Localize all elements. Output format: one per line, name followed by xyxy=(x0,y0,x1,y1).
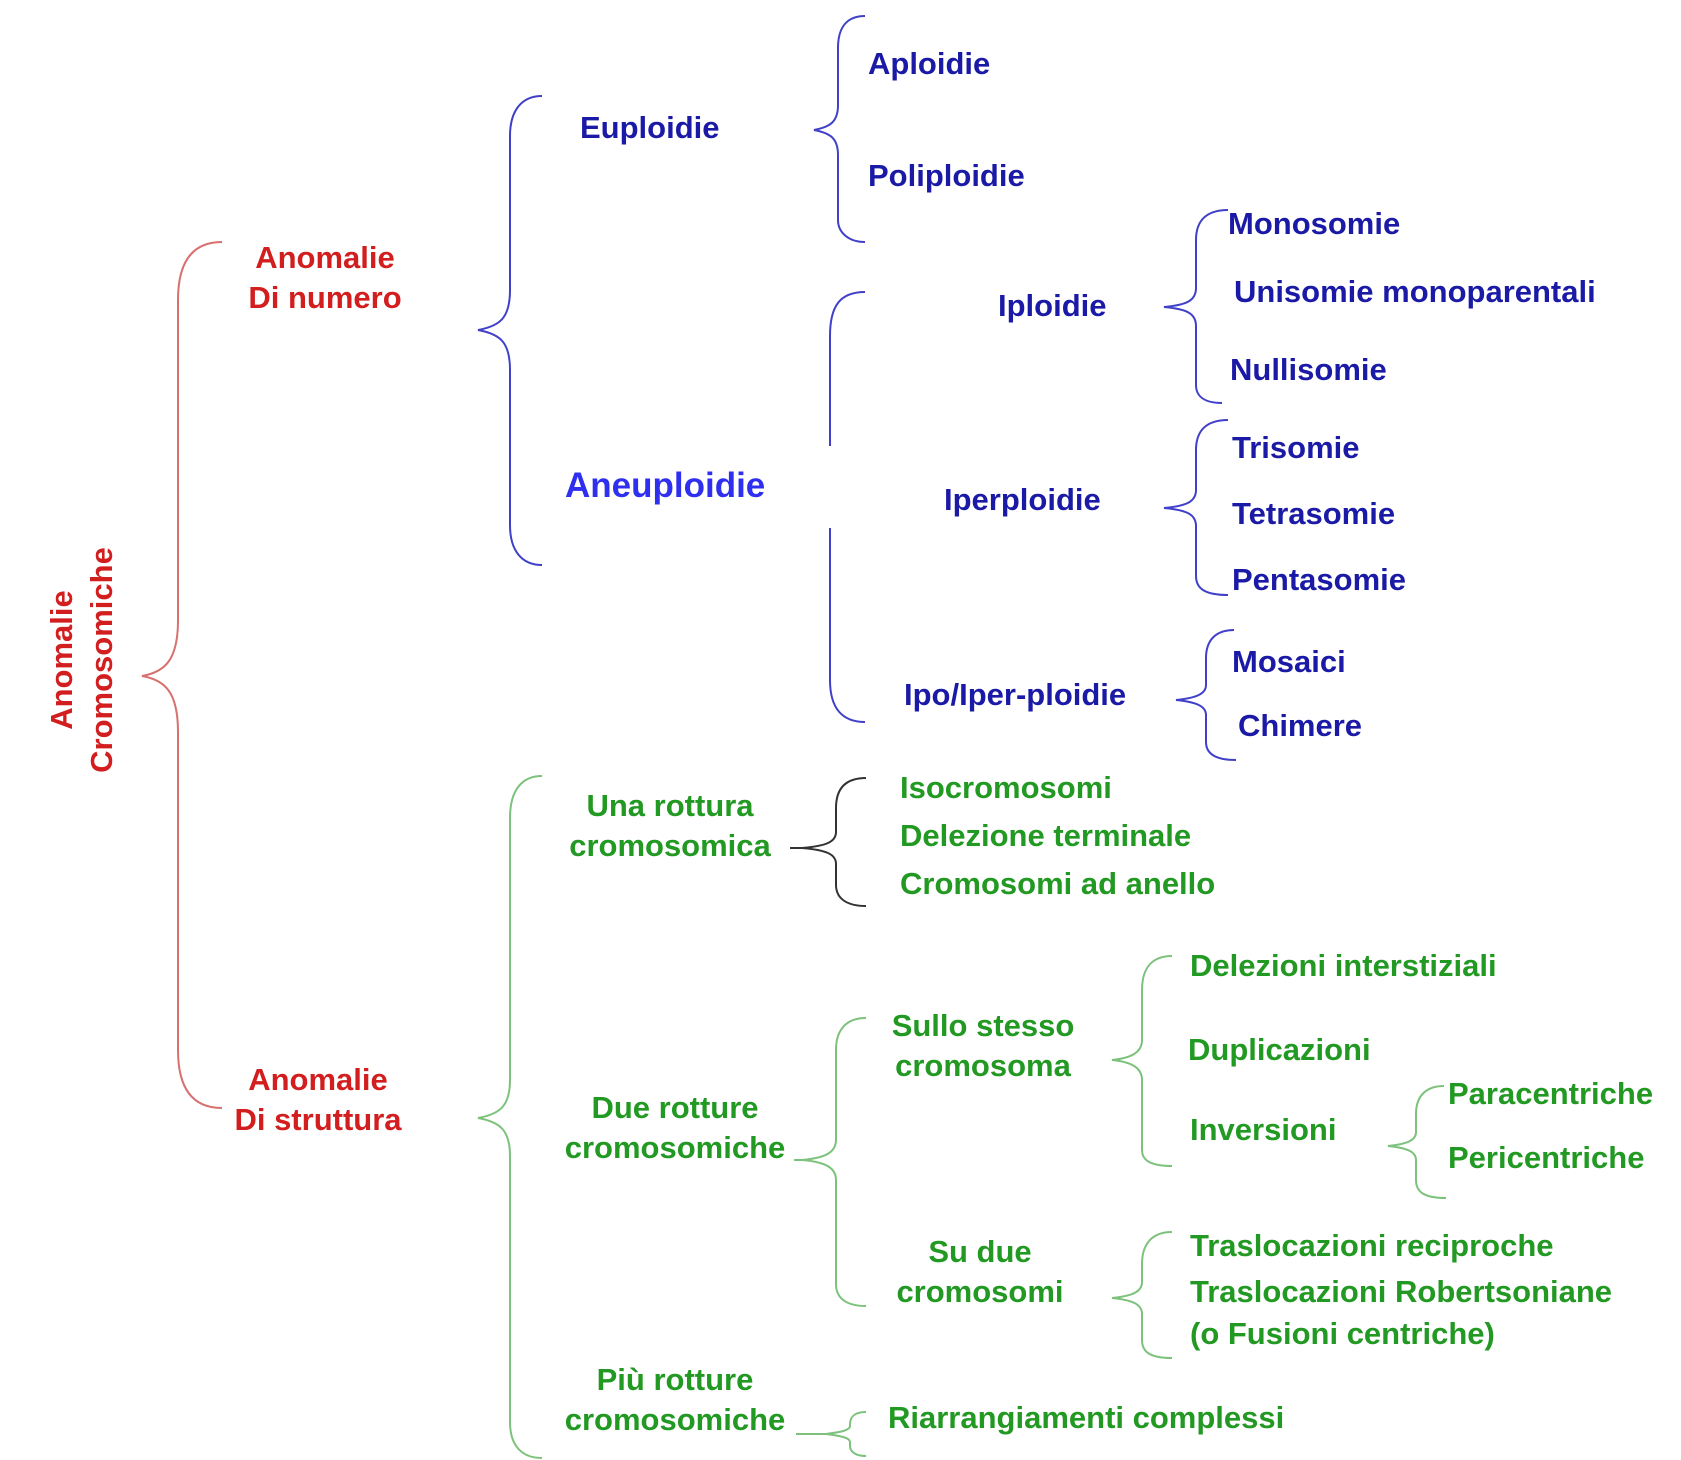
item-paracentriche: Paracentriche xyxy=(1448,1076,1654,1111)
label-su-due-cromosomi: Su due cromosomi xyxy=(870,1232,1090,1312)
numero-line1: Anomalie xyxy=(255,240,395,275)
item-tetrasomie: Tetrasomie xyxy=(1232,496,1396,531)
label-anomalie-struttura: Anomalie Di struttura xyxy=(218,1060,418,1140)
label-una-rottura: Una rottura cromosomica xyxy=(550,786,790,866)
stesso-line1: Sullo stesso xyxy=(891,1008,1075,1043)
brace-aneuploidie-lower xyxy=(829,528,866,723)
item-delezioni-interstiziali: Delezioni interstiziali xyxy=(1190,948,1497,983)
item-unisomie-monoparentali: Unisomie monoparentali xyxy=(1234,274,1596,309)
brace-due xyxy=(801,1017,867,1307)
label-sullo-stesso-cromosoma: Sullo stesso cromosoma xyxy=(868,1006,1098,1086)
item-mosaici: Mosaici xyxy=(1232,644,1346,679)
due-line2: cromosomiche xyxy=(564,1130,786,1165)
brace-struttura xyxy=(477,775,543,1459)
brace-euploidie xyxy=(813,15,866,243)
item-traslocazioni-reciproche: Traslocazioni reciproche xyxy=(1190,1228,1554,1263)
numero-line2: Di numero xyxy=(248,280,402,315)
brace-aneuploidie-upper xyxy=(829,291,866,446)
label-aneuploidie: Aneuploidie xyxy=(565,466,766,505)
una-line2: cromosomica xyxy=(569,828,771,863)
item-duplicazioni: Duplicazioni xyxy=(1188,1032,1371,1067)
label-iperploidie: Iperploidie xyxy=(944,482,1101,517)
brace-duecromo xyxy=(1111,1231,1173,1359)
item-poliploidie: Poliploidie xyxy=(868,158,1025,193)
brace-una xyxy=(801,777,867,907)
duecromo-line2: cromosomi xyxy=(896,1274,1064,1309)
struttura-line2: Di struttura xyxy=(234,1102,402,1137)
item-monosomie: Monosomie xyxy=(1228,206,1401,241)
label-iploidie: Iploidie xyxy=(998,288,1107,323)
label-anomalie-numero: Anomalie Di numero xyxy=(230,238,420,318)
brace-piu xyxy=(825,1411,867,1457)
brace-root xyxy=(141,241,223,1109)
una-line1: Una rottura xyxy=(586,788,754,823)
item-isocromosomi: Isocromosomi xyxy=(900,770,1112,805)
due-line1: Due rotture xyxy=(591,1090,759,1125)
label-piu-rotture: Più rotture cromosomiche xyxy=(540,1360,810,1440)
brace-numero xyxy=(477,95,543,566)
label-ipo-iper-ploidie: Ipo/Iper-ploidie xyxy=(904,677,1127,712)
item-delezione-terminale: Delezione terminale xyxy=(900,818,1192,853)
root-line2: Cromosomiche xyxy=(84,547,119,773)
piu-line2: cromosomiche xyxy=(564,1402,786,1437)
brace-inversioni xyxy=(1387,1085,1447,1199)
label-due-rotture: Due rotture cromosomiche xyxy=(540,1088,810,1168)
root-line1: Anomalie xyxy=(44,590,79,730)
item-traslocazioni-robertsoniane: Traslocazioni Robertsoniane xyxy=(1190,1274,1613,1309)
piu-line1: Più rotture xyxy=(596,1362,754,1397)
duecromo-line1: Su due xyxy=(928,1234,1032,1269)
brace-iploidie xyxy=(1163,209,1229,404)
item-trisomie: Trisomie xyxy=(1232,430,1360,465)
item-pentasomie: Pentasomie xyxy=(1232,562,1407,597)
item-inversioni: Inversioni xyxy=(1190,1112,1337,1147)
item-fusioni-centriche: (o Fusioni centriche) xyxy=(1190,1316,1495,1351)
stesso-line2: cromosoma xyxy=(895,1048,1071,1083)
item-cromosomi-ad-anello: Cromosomi ad anello xyxy=(900,866,1216,901)
brace-stesso xyxy=(1111,955,1173,1167)
item-pericentriche: Pericentriche xyxy=(1448,1140,1645,1175)
item-riarrangiamenti-complessi: Riarrangiamenti complessi xyxy=(888,1400,1285,1435)
label-anomalie-cromosomiche: Anomalie Cromosomiche xyxy=(42,547,122,773)
struttura-line1: Anomalie xyxy=(248,1062,388,1097)
item-nullisomie: Nullisomie xyxy=(1230,352,1387,387)
item-chimere: Chimere xyxy=(1238,708,1363,743)
brace-iperploidie xyxy=(1163,419,1229,596)
brace-ipoiper xyxy=(1175,629,1237,761)
label-euploidie: Euploidie xyxy=(580,110,720,145)
item-aploidie: Aploidie xyxy=(868,46,991,81)
